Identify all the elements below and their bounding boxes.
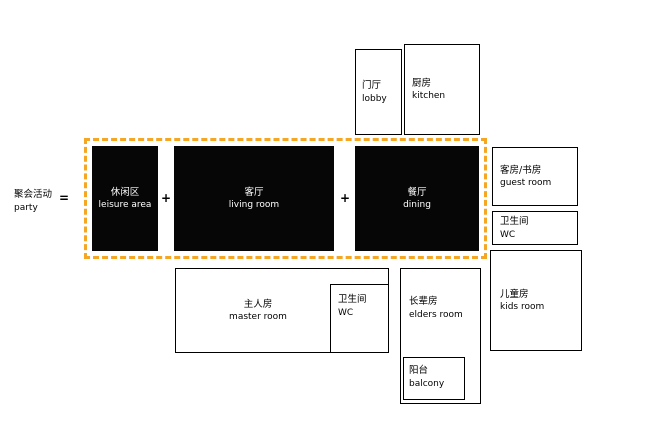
room-wc-master-label-en: WC — [338, 307, 354, 318]
room-kids-room-label-en: kids room — [500, 302, 545, 313]
room-guest-room-label-en: guest room — [500, 178, 552, 189]
room-kitchen: 厨房 kitchen — [404, 44, 480, 135]
room-master-room-label-en: master room — [229, 312, 287, 323]
room-kitchen-label-en: kitchen — [412, 91, 446, 102]
room-dining: 餐厅 dining — [355, 146, 479, 251]
room-wc-upper-label-en: WC — [500, 229, 516, 240]
room-elders-room-label-cn: 长辈房 — [409, 296, 438, 307]
room-kids-room: 儿童房 kids room — [490, 250, 582, 351]
room-leisure-area: 休闲区 leisure area — [92, 146, 158, 251]
room-master-room-label-cn: 主人房 — [243, 298, 273, 310]
formula-label-en: party — [14, 202, 38, 213]
formula-label: 聚会活动 party — [14, 188, 52, 214]
room-lobby-label-cn: 门厅 — [362, 80, 382, 92]
room-dining-label-en: dining — [403, 200, 431, 211]
plus-sign-1: + — [161, 191, 172, 205]
room-elders-room-label-en: elders room — [409, 309, 463, 320]
room-kids-room-label-cn: 儿童房 — [500, 288, 529, 300]
formula-label-cn: 聚会活动 — [14, 189, 53, 200]
room-wc-upper-label-cn: 卫生间 — [500, 216, 529, 228]
party-highlight-outline — [84, 138, 487, 259]
room-kitchen-label-cn: 厨房 — [412, 77, 432, 89]
room-balcony: 阳台 balcony — [403, 357, 465, 400]
room-lobby: 门厅 lobby — [355, 49, 402, 135]
room-balcony-label-en: balcony — [409, 378, 445, 389]
room-guest-room-label-cn: 客房/书房 — [500, 164, 542, 176]
room-leisure-area-label-en: leisure area — [98, 200, 152, 211]
room-living-room: 客厅 living room — [174, 146, 334, 251]
room-lobby-label-en: lobby — [362, 93, 387, 104]
room-guest-room: 客房/书房 guest room — [492, 147, 578, 206]
room-dining-label-cn: 餐厅 — [407, 186, 427, 198]
room-balcony-label-cn: 阳台 — [409, 365, 429, 376]
room-leisure-area-label-cn: 休闲区 — [110, 186, 140, 198]
room-wc-upper: 卫生间 WC — [492, 211, 578, 245]
room-wc-master: 卫生间 WC — [330, 284, 389, 353]
equals-sign: = — [59, 191, 70, 205]
room-living-room-label-en: living room — [228, 200, 280, 211]
room-living-room-label-cn: 客厅 — [244, 186, 264, 198]
plus-sign-2: + — [340, 191, 351, 205]
room-wc-master-label-cn: 卫生间 — [338, 294, 367, 305]
